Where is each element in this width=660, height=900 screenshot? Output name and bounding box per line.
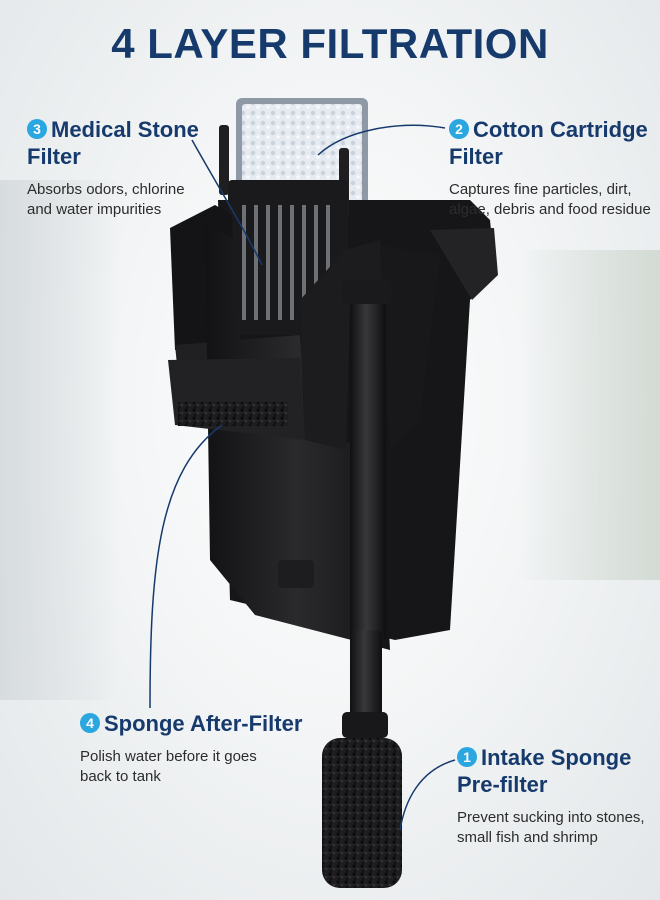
- step-number-badge: 3: [27, 119, 47, 139]
- desc-line-2: algae, debris and food residue: [449, 201, 651, 218]
- background-blur-left: [0, 180, 120, 700]
- intake-tube: [342, 280, 392, 738]
- step-number-badge: 2: [449, 119, 469, 139]
- callout-heading: 4 Sponge After-Filter: [80, 710, 310, 737]
- heading-line-1: Intake Sponge: [481, 745, 632, 770]
- callout-medical-stone-filter: 3 Medical Stone Filter Absorbs odors, ch…: [27, 116, 247, 220]
- desc-line-1: Polish water before it goes: [80, 748, 257, 765]
- callout-intake-sponge-pre-filter: 1 Intake Sponge Pre-filter Prevent sucki…: [457, 744, 657, 848]
- callout-heading: 3 Medical Stone: [27, 116, 247, 143]
- callout-description: Captures fine particles, dirt, algae, de…: [449, 180, 659, 220]
- step-number-badge: 1: [457, 747, 477, 767]
- desc-line-1: Prevent sucking into stones,: [457, 809, 645, 826]
- background-blur-right: [520, 250, 660, 580]
- heading-line-1: Cotton Cartridge: [473, 117, 648, 142]
- callout-heading: 2 Cotton Cartridge: [449, 116, 659, 143]
- callout-leader-lines: [149, 124, 456, 831]
- desc-line-1: Captures fine particles, dirt,: [449, 181, 632, 198]
- leader-line-medical-stone: [191, 139, 263, 266]
- desc-line-2: and water impurities: [27, 201, 162, 218]
- step-number-badge: 4: [80, 713, 100, 733]
- heading-line-2: Filter: [27, 144, 81, 169]
- leader-line-intake-sponge: [399, 759, 456, 831]
- callout-description: Prevent sucking into stones, small fish …: [457, 808, 657, 848]
- desc-line-2: back to tank: [80, 768, 161, 785]
- heading-line-2: Filter: [449, 144, 503, 169]
- desc-line-1: Absorbs odors, chlorine: [27, 181, 185, 198]
- heading-line-1: Medical Stone: [51, 117, 199, 142]
- callout-heading: 1 Intake Sponge: [457, 744, 657, 771]
- leader-line-sponge-after: [149, 424, 223, 709]
- page-title: 4 LAYER FILTRATION: [111, 20, 549, 67]
- callout-description: Polish water before it goes back to tank: [80, 747, 310, 787]
- heading-line-1: Sponge After-Filter: [104, 711, 303, 736]
- intake-sponge-pre-filter: [322, 738, 402, 888]
- sponge-after-filter: [168, 358, 305, 440]
- leader-line-cotton-cartridge: [317, 124, 446, 156]
- callout-description: Absorbs odors, chlorine and water impuri…: [27, 180, 247, 220]
- desc-line-2: small fish and shrimp: [457, 829, 598, 846]
- callout-cotton-cartridge-filter: 2 Cotton Cartridge Filter Captures fine …: [449, 116, 659, 220]
- callout-sponge-after-filter: 4 Sponge After-Filter Polish water befor…: [80, 710, 310, 787]
- heading-line-2: Pre-filter: [457, 772, 548, 797]
